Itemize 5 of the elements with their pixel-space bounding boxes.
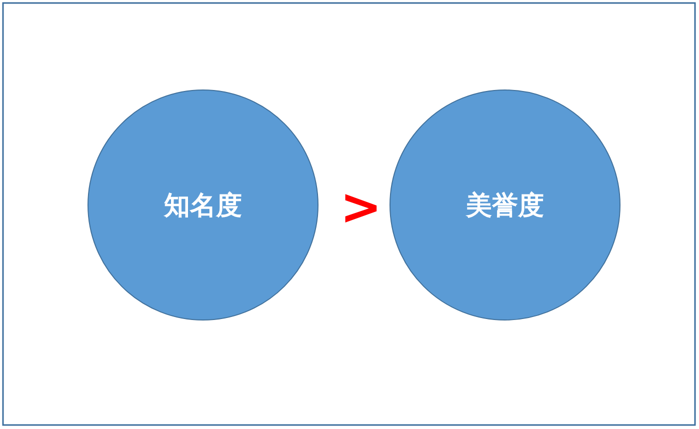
greater-than-sign: >	[340, 182, 382, 232]
node-label: 美誉度	[466, 190, 544, 222]
node-label: 知名度	[164, 190, 242, 222]
circle-node	[87, 89, 319, 321]
circle-node	[389, 89, 621, 321]
